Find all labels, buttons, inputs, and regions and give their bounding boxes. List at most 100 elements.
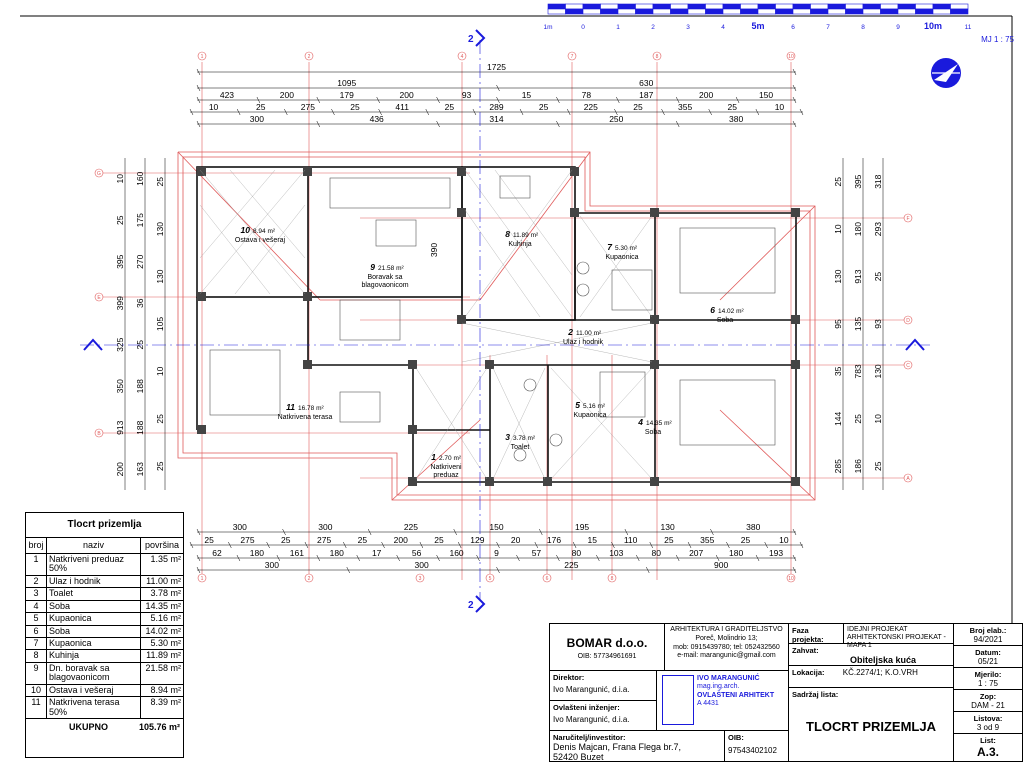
- dimension-label: 380: [746, 522, 760, 532]
- director-name: Ivo Marangunić, d.i.a.: [553, 685, 630, 694]
- firm-line2: Poreč, Molindrio 13;: [695, 634, 758, 642]
- axis-grid: [100, 62, 908, 580]
- dimension-label: 180: [330, 548, 344, 558]
- dimension-label: 200: [400, 90, 414, 100]
- scale-tick-label: 9: [896, 24, 900, 31]
- axis-bubble-label: 8: [611, 576, 614, 582]
- room-number: 3: [505, 432, 510, 442]
- dimension-label: 129: [470, 535, 484, 545]
- zahvat-label: Zahvat:: [792, 646, 819, 655]
- room-name: Natkrivena terasa: [278, 414, 333, 421]
- dimension-label: 130: [155, 222, 165, 236]
- dimension-label: 355: [700, 535, 714, 545]
- room-number: 7: [607, 242, 613, 252]
- broj-value: 94/2021: [973, 635, 1003, 644]
- broj-cell: Broj elab.: 94/2021: [954, 624, 1022, 646]
- schedule-cell-area: 3.78 m²: [140, 587, 183, 601]
- dimension-label: 10: [155, 366, 165, 376]
- axis-bubble-label: D: [906, 318, 910, 324]
- dimension-label: 130: [833, 269, 843, 283]
- room-area: 5.16 m²: [583, 403, 606, 410]
- dimension-label: 423: [220, 90, 234, 100]
- schedule-cell-area: 14.35 m²: [140, 600, 183, 614]
- phase-value-cell: IDEJNI PROJEKAT ARHITEKTONSKI PROJEKAT -…: [844, 624, 954, 649]
- section-line: [80, 40, 930, 600]
- total-value: 105.76 m²: [138, 722, 180, 733]
- phase-line2: ARHITEKTONSKI PROJEKAT - MAPA 1: [847, 634, 946, 650]
- dimension-label: 161: [290, 548, 304, 558]
- schedule-cell-area: 21.58 m²: [140, 662, 183, 685]
- zop-cell: Zop: DAM - 21: [954, 690, 1022, 712]
- room-name: Ulaz i hodnik: [563, 339, 604, 346]
- location-cell: Lokacija: KČ.2274/1; K.O.VRH: [789, 666, 954, 688]
- dimension-label: 314: [489, 114, 503, 124]
- dimension-label: 160: [449, 548, 463, 558]
- dimension-label: 10: [873, 414, 883, 424]
- dimension-label: 180: [250, 548, 264, 558]
- dimension-label: 900: [714, 560, 728, 570]
- schedule-cell-name: Toalet: [46, 587, 141, 601]
- schedule-cell-n: 8: [26, 649, 47, 663]
- schedule-cell-name: Soba: [46, 600, 141, 614]
- dimension-label: 15: [588, 535, 598, 545]
- roof-outline: [177, 151, 816, 501]
- phase-line1: IDEJNI PROJEKAT: [847, 626, 908, 633]
- dimension-label: 250: [609, 114, 623, 124]
- schedule-cell-n: 6: [26, 625, 47, 639]
- scale-tick-label: 11: [965, 24, 972, 31]
- schedule-cell-area: 5.30 m²: [140, 637, 183, 651]
- sheet-title: TLOCRT PRIZEMLJA: [806, 719, 936, 734]
- dimension-label: 395: [853, 174, 863, 188]
- dimension-label: 25: [853, 414, 863, 424]
- list-value: A.3.: [976, 745, 999, 759]
- schedule-cell-name: Ostava i vešeraj: [46, 684, 141, 698]
- dimension-label: 25: [256, 102, 266, 112]
- total-label: UKUPNO: [69, 722, 109, 733]
- firm-cell: ARHITEKTURA I GRADITELJSTVO Poreč, Molin…: [665, 624, 789, 671]
- dimension-label: 25: [664, 535, 674, 545]
- dimension-label: 225: [564, 560, 578, 570]
- schedule-cell-name: Natkriveni preduaz 50%: [46, 553, 141, 576]
- dimension-label: 150: [759, 90, 773, 100]
- dimension-label: 176: [547, 535, 561, 545]
- dimension-label: 130: [661, 522, 675, 532]
- schedule-cell-area: 11.89 m²: [140, 649, 183, 663]
- room-name: Kupaonica: [605, 254, 638, 261]
- walls: [196, 166, 797, 483]
- dimension-label: 318: [873, 174, 883, 188]
- room-name: Boravak sa: [367, 274, 402, 281]
- dimension-label: 25: [873, 461, 883, 471]
- dimension-label: 225: [584, 102, 598, 112]
- room-area: 3.78 m²: [513, 435, 536, 442]
- dimension-label: 25: [115, 215, 125, 225]
- dimension-label: 62: [212, 548, 222, 558]
- section-labels: 22: [468, 34, 474, 611]
- zahvat-value: Obiteljska kuća: [850, 655, 917, 665]
- dimension-label: 80: [572, 548, 582, 558]
- schedule-cell-n: 10: [26, 684, 47, 698]
- axis-bubble-label: 4: [461, 54, 464, 60]
- schedule-cell-n: 2: [26, 575, 47, 589]
- title-block: BOMAR d.o.o. OIB: 57734961691 ARHITEKTUR…: [549, 623, 1023, 762]
- axis-bubble-label: 6: [546, 576, 549, 582]
- engineer-cell: Ovlašteni inženjer: Ivo Marangunić, d.i.…: [550, 701, 657, 731]
- dimension-label: 25: [155, 414, 165, 424]
- dimension-label: 399: [115, 296, 125, 310]
- dimension-label: 411: [395, 102, 409, 112]
- schedule-cell-name: Natkrivena terasa 50%: [46, 696, 141, 720]
- datum-label: Datum:: [975, 648, 1001, 657]
- dimension-label: 300: [250, 114, 264, 124]
- axis-bubble-label: 8: [656, 54, 659, 60]
- mjerilo-cell: Mjerilo: 1 : 75: [954, 668, 1022, 690]
- schedule-header-area: površina: [140, 537, 183, 554]
- zop-value: DAM - 21: [971, 701, 1005, 710]
- schedule-cell-name: Dn. boravak sa blagovaonicom: [46, 662, 141, 685]
- listova-label: Listova:: [973, 714, 1003, 723]
- dimension-label: 25: [155, 177, 165, 187]
